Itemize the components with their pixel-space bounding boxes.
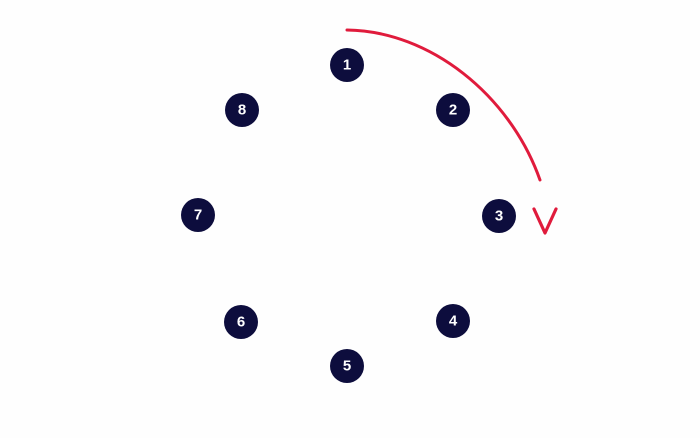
arrow-head-icon xyxy=(532,207,558,235)
node-circle-5[interactable]: 5 xyxy=(330,349,364,383)
node-label-3: 3 xyxy=(494,207,504,224)
node-label-7: 7 xyxy=(193,206,203,223)
clockwise-rotation-arrow xyxy=(345,28,558,235)
node-label-8: 8 xyxy=(237,101,247,118)
node-label-5: 5 xyxy=(342,357,352,374)
node-label-1: 1 xyxy=(342,56,352,73)
node-circle-1[interactable]: 1 xyxy=(330,48,364,82)
node-label-6: 6 xyxy=(236,313,246,330)
node-circle-8[interactable]: 8 xyxy=(225,93,259,127)
node-label-2: 2 xyxy=(448,101,458,118)
node-label-4: 4 xyxy=(448,312,458,329)
node-circle-7[interactable]: 7 xyxy=(181,198,215,232)
node-circle-3[interactable]: 3 xyxy=(482,199,516,233)
node-circle-2[interactable]: 2 xyxy=(436,93,470,127)
node-circle-4[interactable]: 4 xyxy=(436,304,470,338)
node-circle-6[interactable]: 6 xyxy=(224,305,258,339)
